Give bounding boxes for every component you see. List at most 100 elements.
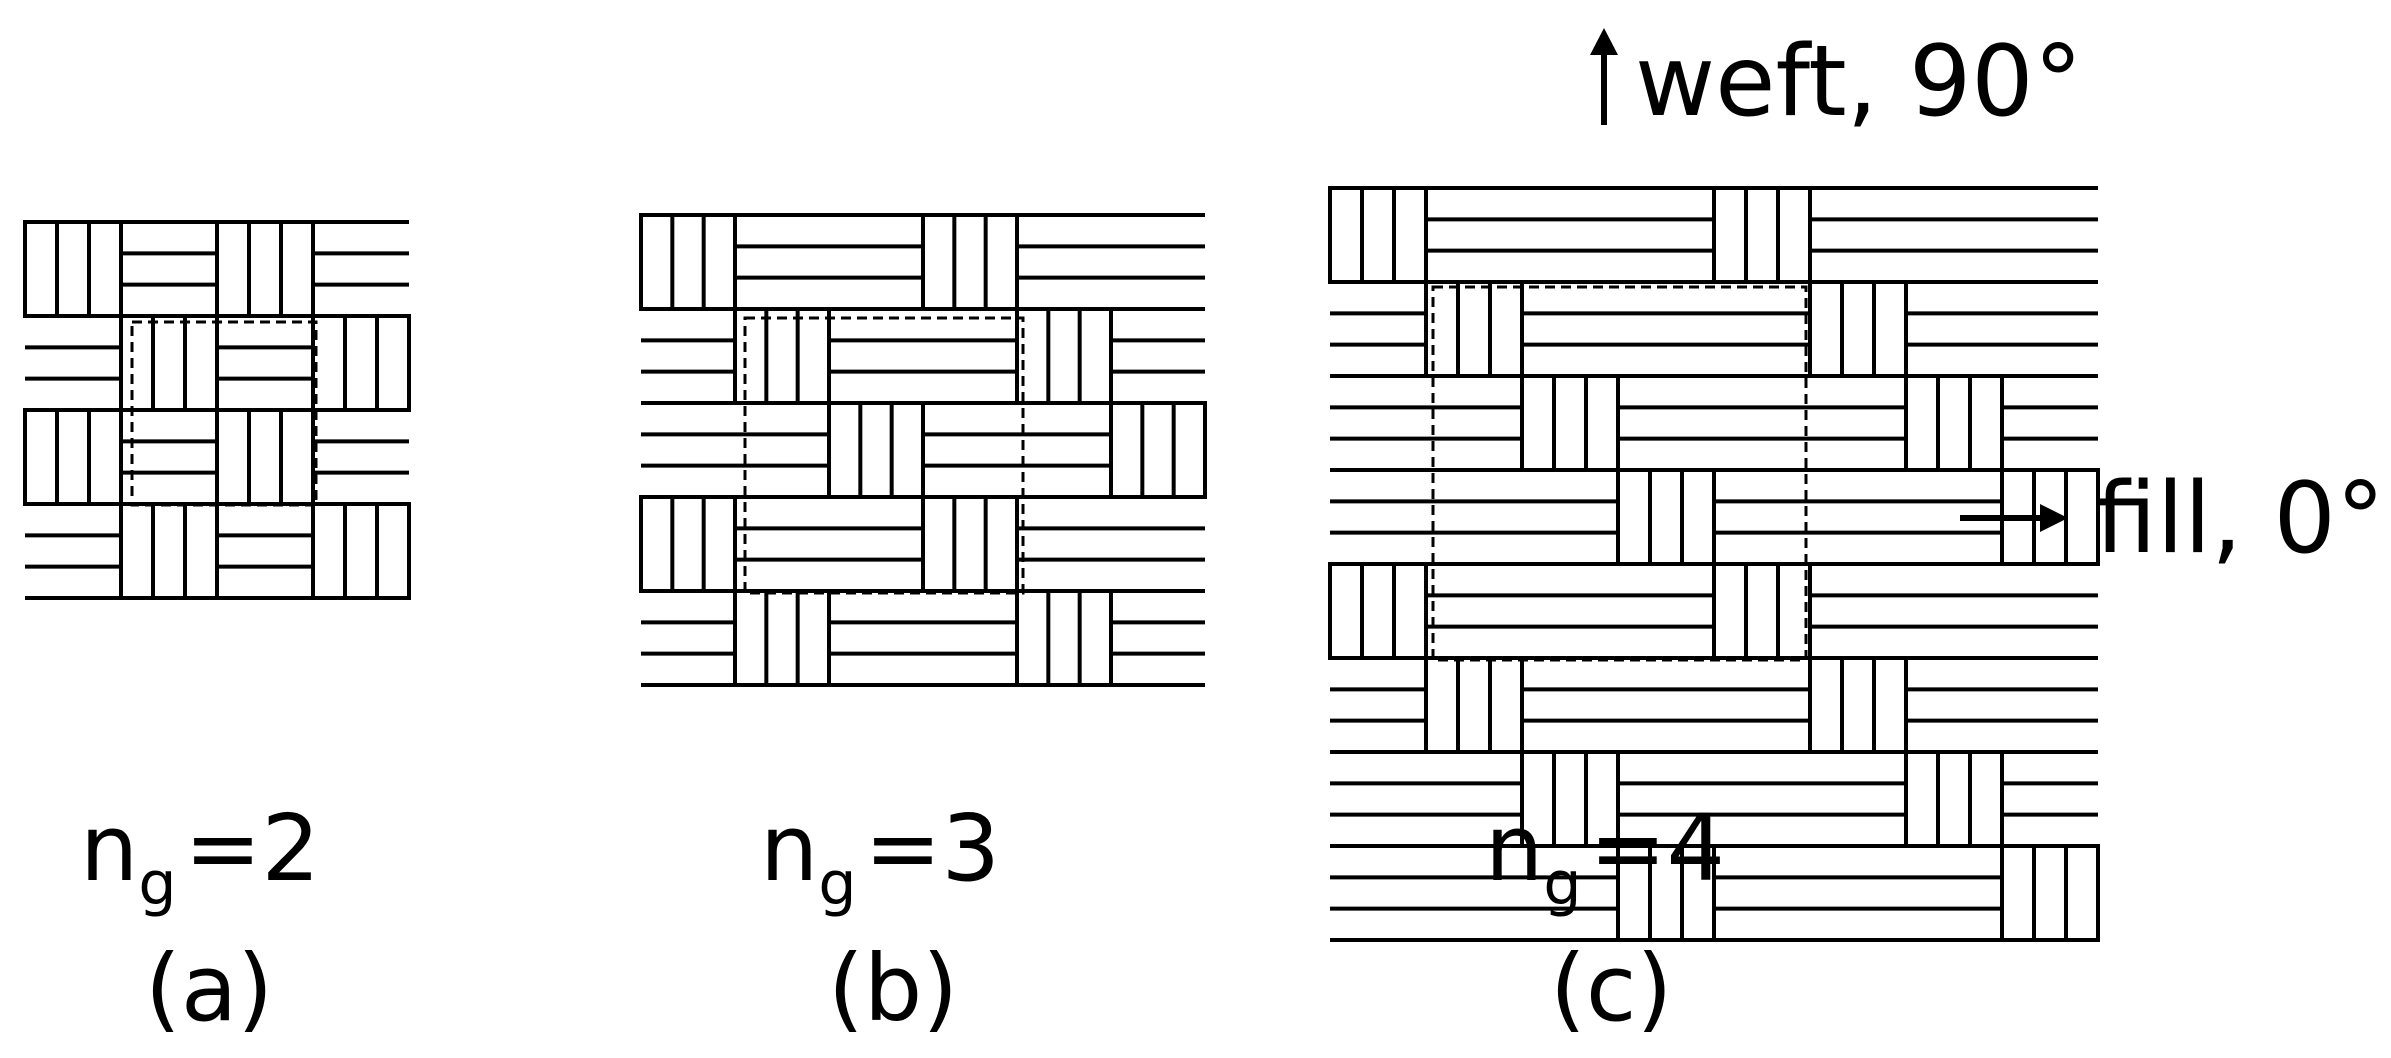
fill-cell [1111, 589, 1205, 687]
fill-cell [735, 401, 829, 499]
fill-cell [1522, 656, 1618, 754]
warp-cell [119, 502, 219, 600]
fill-cell [1618, 186, 1714, 284]
fill-cell [1618, 374, 1714, 472]
fill-cell [1714, 468, 1810, 566]
warp-cell [733, 307, 831, 405]
fill-cell [1810, 374, 1906, 472]
fill-cell [1017, 495, 1111, 593]
fill-cell [313, 220, 409, 318]
warp-block [215, 220, 315, 318]
warp-cell [1328, 186, 1428, 284]
fill-cell [121, 220, 217, 318]
fill-cell [829, 589, 923, 687]
warp-block [1109, 401, 1207, 499]
warp-block [1808, 280, 1908, 378]
warp-cell [23, 220, 123, 318]
fill-cell [1330, 656, 1426, 754]
fill-cell [1330, 374, 1426, 472]
fill-cell [1111, 213, 1205, 311]
fill-cell [25, 502, 121, 600]
panel-c-n-label: ng=4 [1485, 795, 1725, 919]
panel-a-caption: (a) [145, 935, 273, 1042]
warp-cell [1616, 468, 1716, 566]
fill-cell [923, 589, 1017, 687]
fill-cell [1522, 562, 1618, 660]
fill-cell [829, 495, 923, 593]
fill-cell [1522, 468, 1618, 566]
warp-cell [1328, 562, 1428, 660]
fill-cell [1810, 186, 1906, 284]
warp-block [119, 314, 219, 412]
warp-block [23, 408, 123, 506]
fill-cell [1714, 280, 1810, 378]
fill-cell [1426, 186, 1522, 284]
warp-block [1712, 186, 1812, 284]
warp-block [1015, 307, 1113, 405]
warp-cell [1424, 656, 1524, 754]
warp-cell [1520, 374, 1620, 472]
fill-arrow-icon [1960, 504, 2068, 532]
fill-cell [735, 213, 829, 311]
fill-cell [1522, 186, 1618, 284]
warp-block [23, 220, 123, 318]
warp-cell [921, 213, 1019, 311]
fill-cell [829, 307, 923, 405]
panel-b-n-label: ng=3 [760, 795, 1000, 919]
fill-cell [1906, 844, 2002, 942]
fill-cell [1426, 844, 1522, 942]
fill-cell [1906, 562, 2002, 660]
weft-arrow-icon [1590, 28, 1618, 125]
weave-panel-a [23, 220, 411, 600]
weave-panel-c [1328, 186, 2100, 942]
fill-cell [2002, 280, 2098, 378]
warp-block [827, 401, 925, 499]
fill-cell [1906, 280, 2002, 378]
fill-cell [735, 495, 829, 593]
fill-cell [1618, 656, 1714, 754]
fill-cell [1426, 374, 1522, 472]
warp-cell [827, 401, 925, 499]
fill-cell [829, 213, 923, 311]
fill-cell [121, 408, 217, 506]
warp-cell [311, 314, 411, 412]
warp-block [733, 589, 831, 687]
warp-cell [311, 502, 411, 600]
fill-cell [2002, 186, 2098, 284]
fill-cell [1111, 307, 1205, 405]
fill-cell [25, 314, 121, 412]
warp-block [1424, 280, 1524, 378]
fill-cell [641, 589, 735, 687]
warp-block [1616, 844, 1716, 942]
warp-cell [23, 408, 123, 506]
warp-cell [215, 408, 315, 506]
unit-cell-outline-b [743, 316, 1025, 595]
fill-cell [1714, 844, 1810, 942]
warp-cell [1904, 750, 2004, 848]
fill-cell [1618, 280, 1714, 378]
warp-cell [1808, 280, 1908, 378]
warp-block [1616, 468, 1716, 566]
warp-cell [1616, 844, 1716, 942]
weft-axis-label: weft, 90° [1635, 25, 2083, 139]
fill-cell [313, 408, 409, 506]
panel-c-caption: (c) [1550, 935, 1672, 1042]
fill-axis-label: fill, 0° [2095, 462, 2385, 576]
warp-block [639, 213, 737, 311]
fill-cell [1330, 468, 1426, 566]
fill-cell [1330, 750, 1426, 848]
unit-cell-outline-a [130, 320, 318, 507]
warp-block [2000, 844, 2100, 942]
warp-block [1712, 562, 1812, 660]
fill-cell [641, 401, 735, 499]
fill-cell [1810, 562, 1906, 660]
fill-cell [1810, 750, 1906, 848]
warp-cell [1015, 589, 1113, 687]
warp-block [1328, 562, 1428, 660]
fill-cell [217, 314, 313, 412]
fill-cell [641, 307, 735, 405]
fill-cell [1714, 656, 1810, 754]
unit-cell-outline-c [1431, 285, 1808, 662]
fill-cell [1330, 280, 1426, 378]
fill-cell [1111, 495, 1205, 593]
